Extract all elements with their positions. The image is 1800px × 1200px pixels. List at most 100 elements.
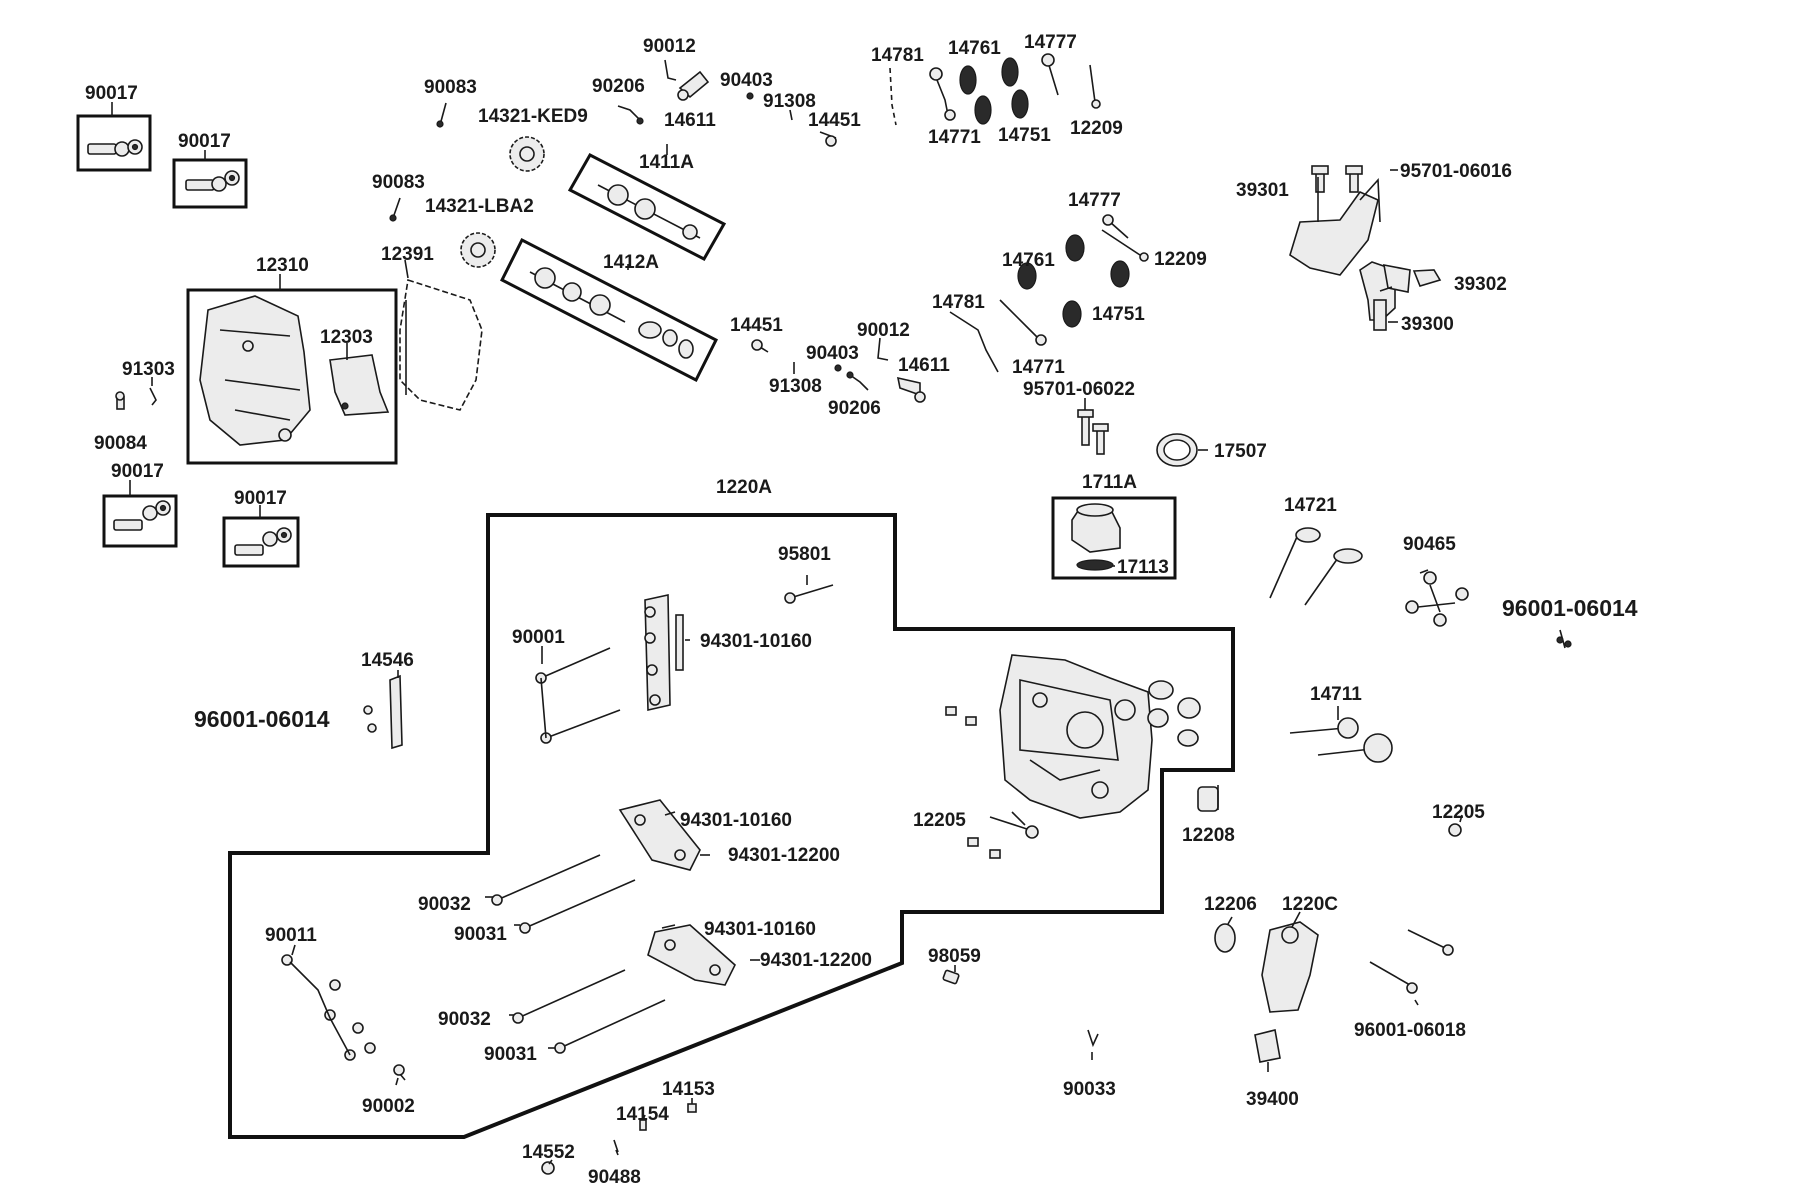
label-14781-b: 14781 — [932, 292, 985, 313]
rocker-14751-b — [1062, 260, 1130, 328]
studs-90001 — [535, 647, 621, 744]
part-90084 — [115, 391, 125, 410]
label-1220a: 1220A — [716, 477, 772, 498]
oring-17113 — [1076, 559, 1114, 571]
label-14751-b: 14751 — [1092, 304, 1145, 325]
rings — [1147, 680, 1201, 747]
box-1220a — [228, 513, 1235, 1139]
label-1411a: 1411A — [639, 152, 694, 173]
label-96001-06014-b: 96001-06014 — [1502, 595, 1638, 621]
part-90465 — [1405, 571, 1469, 627]
label-14781-a: 14781 — [871, 45, 924, 66]
label-90032-a: 90032 — [418, 894, 471, 915]
part-14552 — [541, 1161, 555, 1175]
bolt-washer-90017-d — [234, 527, 292, 556]
gasket-12391 — [399, 278, 483, 411]
label-90001: 90001 — [512, 627, 565, 648]
label-95701-06016: 95701-06016 — [1400, 161, 1512, 182]
label-14751-a: 14751 — [998, 125, 1051, 146]
label-12206: 12206 — [1204, 894, 1257, 915]
bolts-95701-06016 — [1311, 165, 1363, 193]
rocker-14761-b — [1017, 234, 1085, 290]
sprocket-14321-ked9 — [509, 136, 545, 172]
part-91308-a — [789, 109, 793, 121]
head-cover-12310 — [199, 295, 311, 446]
label-14761-a: 14761 — [948, 38, 1001, 59]
label-96001-06014-a: 96001-06014 — [194, 706, 330, 732]
pin-90012-a — [664, 59, 677, 81]
label-90002: 90002 — [362, 1096, 415, 1117]
pin-90012-b — [877, 337, 889, 361]
label-94301-10160-c: 94301-10160 — [704, 919, 816, 940]
label-39300: 39300 — [1401, 314, 1454, 335]
part-14611-b — [896, 376, 926, 403]
label-12310: 12310 — [256, 255, 309, 276]
label-12205-a: 12205 — [913, 810, 966, 831]
label-14771-a: 14771 — [928, 127, 981, 148]
rocker-14761-a — [959, 65, 992, 125]
label-91303: 91303 — [122, 359, 175, 380]
label-12303: 12303 — [320, 327, 373, 348]
intake-1711a — [1071, 503, 1121, 553]
box-90017-d — [222, 516, 300, 568]
box-1412a — [499, 237, 719, 383]
sensor-39400 — [1254, 1029, 1281, 1063]
bolts-90011 — [281, 954, 376, 1061]
label-91308-b: 91308 — [769, 376, 822, 397]
sleeve-12208 — [1197, 786, 1219, 812]
label-14451-a: 14451 — [808, 110, 861, 131]
rod-14781-b — [949, 311, 999, 373]
part-14451-b — [751, 339, 769, 353]
bolt-washer-90017-c — [113, 500, 171, 531]
part-98059 — [942, 969, 960, 985]
part-90403-a — [746, 92, 754, 100]
label-39301: 39301 — [1236, 180, 1289, 201]
box-90017-a — [76, 114, 152, 172]
box-1411a — [567, 153, 727, 261]
label-14721: 14721 — [1284, 495, 1337, 516]
stud-90032-b — [512, 969, 626, 1024]
label-12209-a: 12209 — [1070, 118, 1123, 139]
cylinder-head-1220a — [999, 654, 1153, 819]
bolt-96001-06014-b — [1556, 629, 1572, 649]
part-14153 — [687, 1103, 697, 1113]
box-90017-c — [102, 494, 178, 548]
part-91303 — [149, 387, 157, 406]
part-14451-a — [819, 131, 837, 147]
label-14552: 14552 — [522, 1142, 575, 1163]
label-14777-a: 14777 — [1024, 32, 1077, 53]
label-14321-ked9: 14321-KED9 — [478, 106, 588, 127]
label-1220c: 1220C — [1282, 894, 1338, 915]
label-90465: 90465 — [1403, 534, 1456, 555]
part-14611-a — [677, 70, 710, 101]
label-90403-a: 90403 — [720, 70, 773, 91]
label-96001-06018: 96001-06018 — [1354, 1020, 1466, 1041]
box-1711a — [1051, 496, 1177, 580]
camshaft-1412a — [529, 267, 694, 359]
label-90206-b: 90206 — [828, 398, 881, 419]
bolt-90033 — [1087, 1029, 1099, 1048]
label-90083-b: 90083 — [372, 172, 425, 193]
clamp-17507 — [1156, 433, 1198, 467]
label-90488: 90488 — [588, 1167, 641, 1188]
part-90488 — [613, 1139, 619, 1153]
bolts-96001-06018 — [1369, 929, 1454, 994]
connector-39302 — [1383, 263, 1442, 293]
label-14711: 14711 — [1310, 684, 1362, 705]
bolt-12205-b — [1448, 823, 1462, 837]
bolt-12205-a — [989, 816, 1039, 839]
stud-95801 — [784, 584, 834, 604]
valve-14721 — [1269, 527, 1363, 606]
label-95801: 95801 — [778, 544, 831, 565]
label-98059: 98059 — [928, 946, 981, 967]
box-12310-group — [186, 288, 398, 465]
arm-14771-a — [929, 67, 956, 121]
label-1412a: 1412A — [603, 252, 659, 273]
bolt-washer-90017-a — [87, 139, 143, 157]
label-12208: 12208 — [1182, 825, 1235, 846]
label-12205-b: 12205 — [1432, 802, 1485, 823]
label-94301-10160-b: 94301-10160 — [680, 810, 792, 831]
label-90031-b: 90031 — [484, 1044, 537, 1065]
holder-c — [647, 924, 736, 986]
box-90017-b — [172, 158, 248, 209]
